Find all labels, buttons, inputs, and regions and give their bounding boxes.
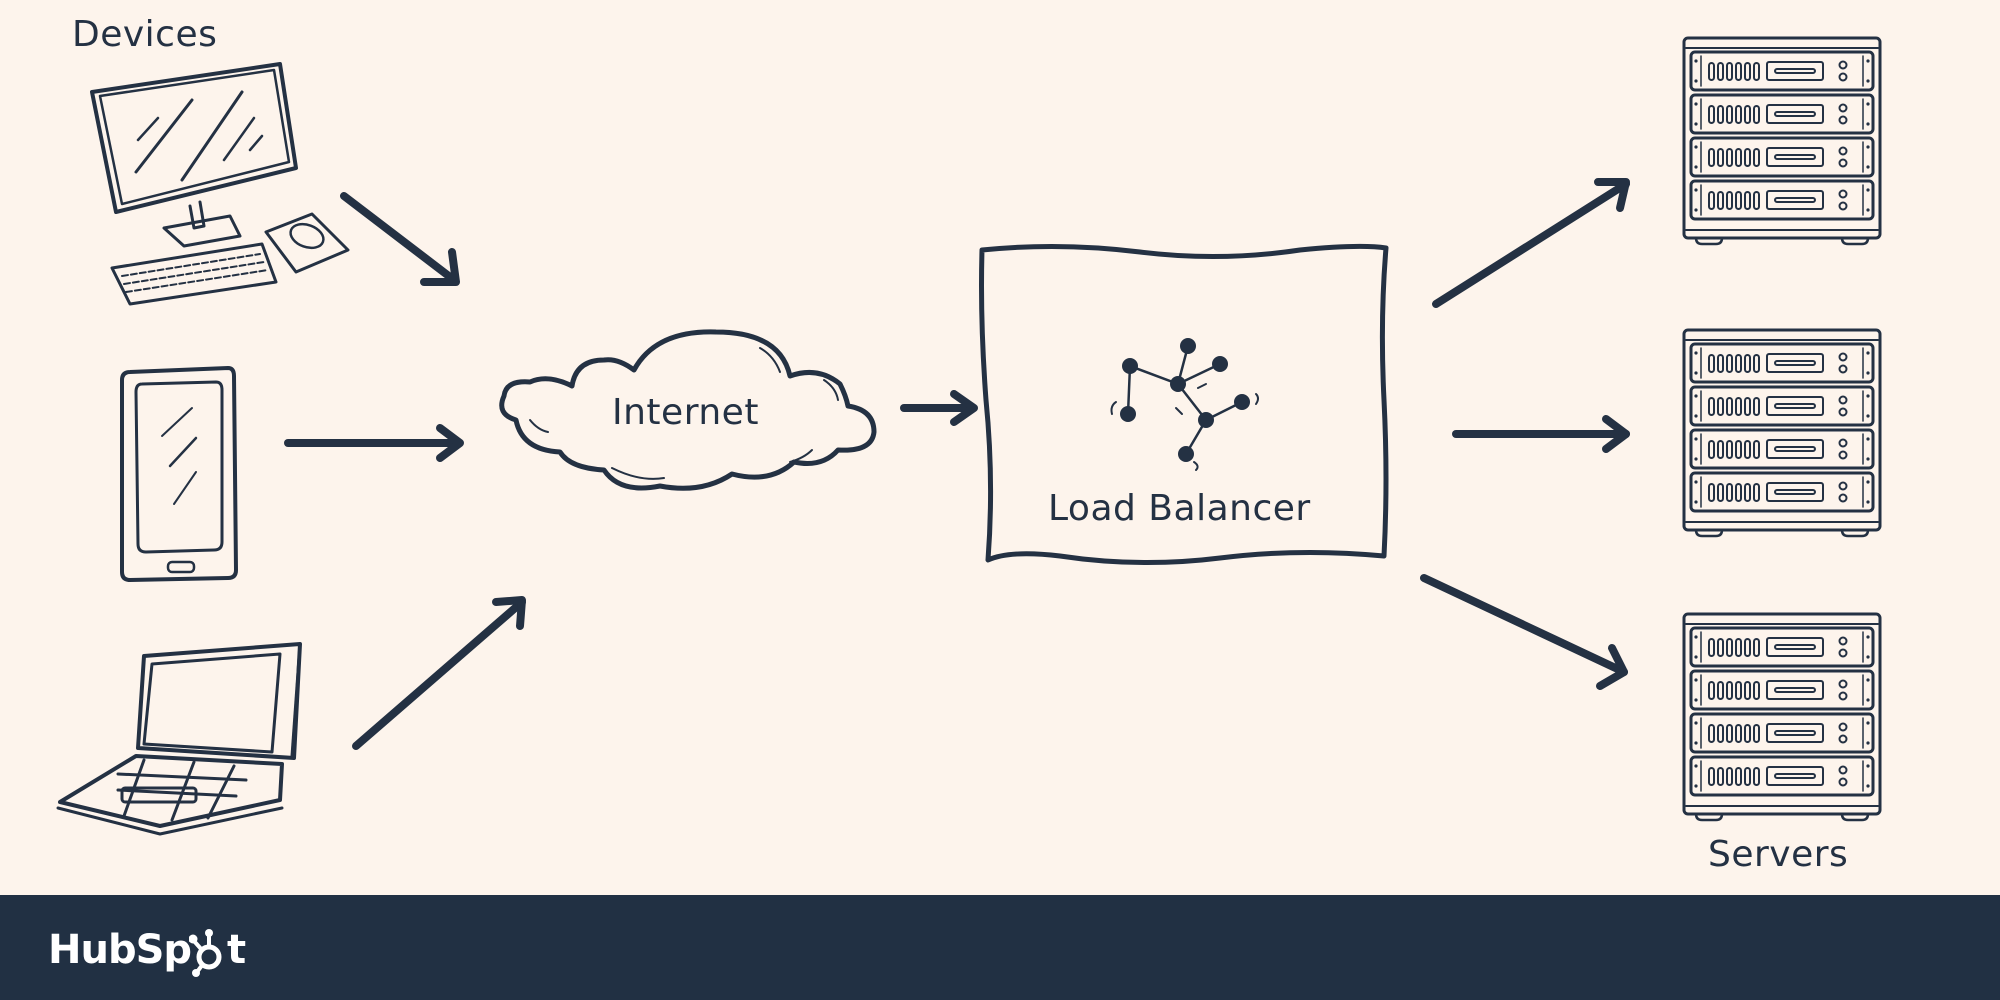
arrow-desktop-to-internet bbox=[340, 192, 460, 286]
smartphone-icon bbox=[120, 366, 238, 582]
arrow-load-balancer-to-server-2 bbox=[1452, 415, 1630, 453]
laptop-icon bbox=[56, 642, 302, 836]
diagram-svg bbox=[56, 0, 2000, 836]
server-rack-2-icon bbox=[1684, 330, 1880, 536]
arrow-phone-to-internet bbox=[284, 424, 464, 462]
arrow-load-balancer-to-server-1 bbox=[1432, 178, 1630, 308]
hubspot-logo[interactable]: HubSp t bbox=[48, 915, 246, 985]
internet-cloud-icon bbox=[499, 329, 877, 491]
servers-label: Servers bbox=[1708, 834, 1849, 875]
footer-bar: HubSp t bbox=[0, 895, 2000, 1000]
internet-label: Internet bbox=[612, 392, 759, 433]
logo-text-part2: t bbox=[227, 927, 246, 973]
server-rack-3-icon bbox=[1684, 614, 1880, 820]
load-balancer-box bbox=[979, 243, 1389, 566]
arrow-load-balancer-to-server-3 bbox=[1420, 574, 1628, 690]
devices-label: Devices bbox=[72, 14, 218, 55]
diagram-canvas: Devices Internet Load Balancer Servers bbox=[56, 0, 2000, 875]
desktop-computer-icon bbox=[90, 62, 350, 306]
arrow-internet-to-load-balancer bbox=[900, 390, 978, 426]
network-nodes-icon bbox=[1110, 338, 1259, 471]
arrow-laptop-to-internet bbox=[352, 596, 526, 750]
logo-text-part1: HubSp bbox=[48, 927, 192, 973]
sprocket-icon bbox=[189, 929, 222, 977]
server-rack-1-icon bbox=[1684, 38, 1880, 244]
load-balancer-label: Load Balancer bbox=[1048, 488, 1311, 529]
